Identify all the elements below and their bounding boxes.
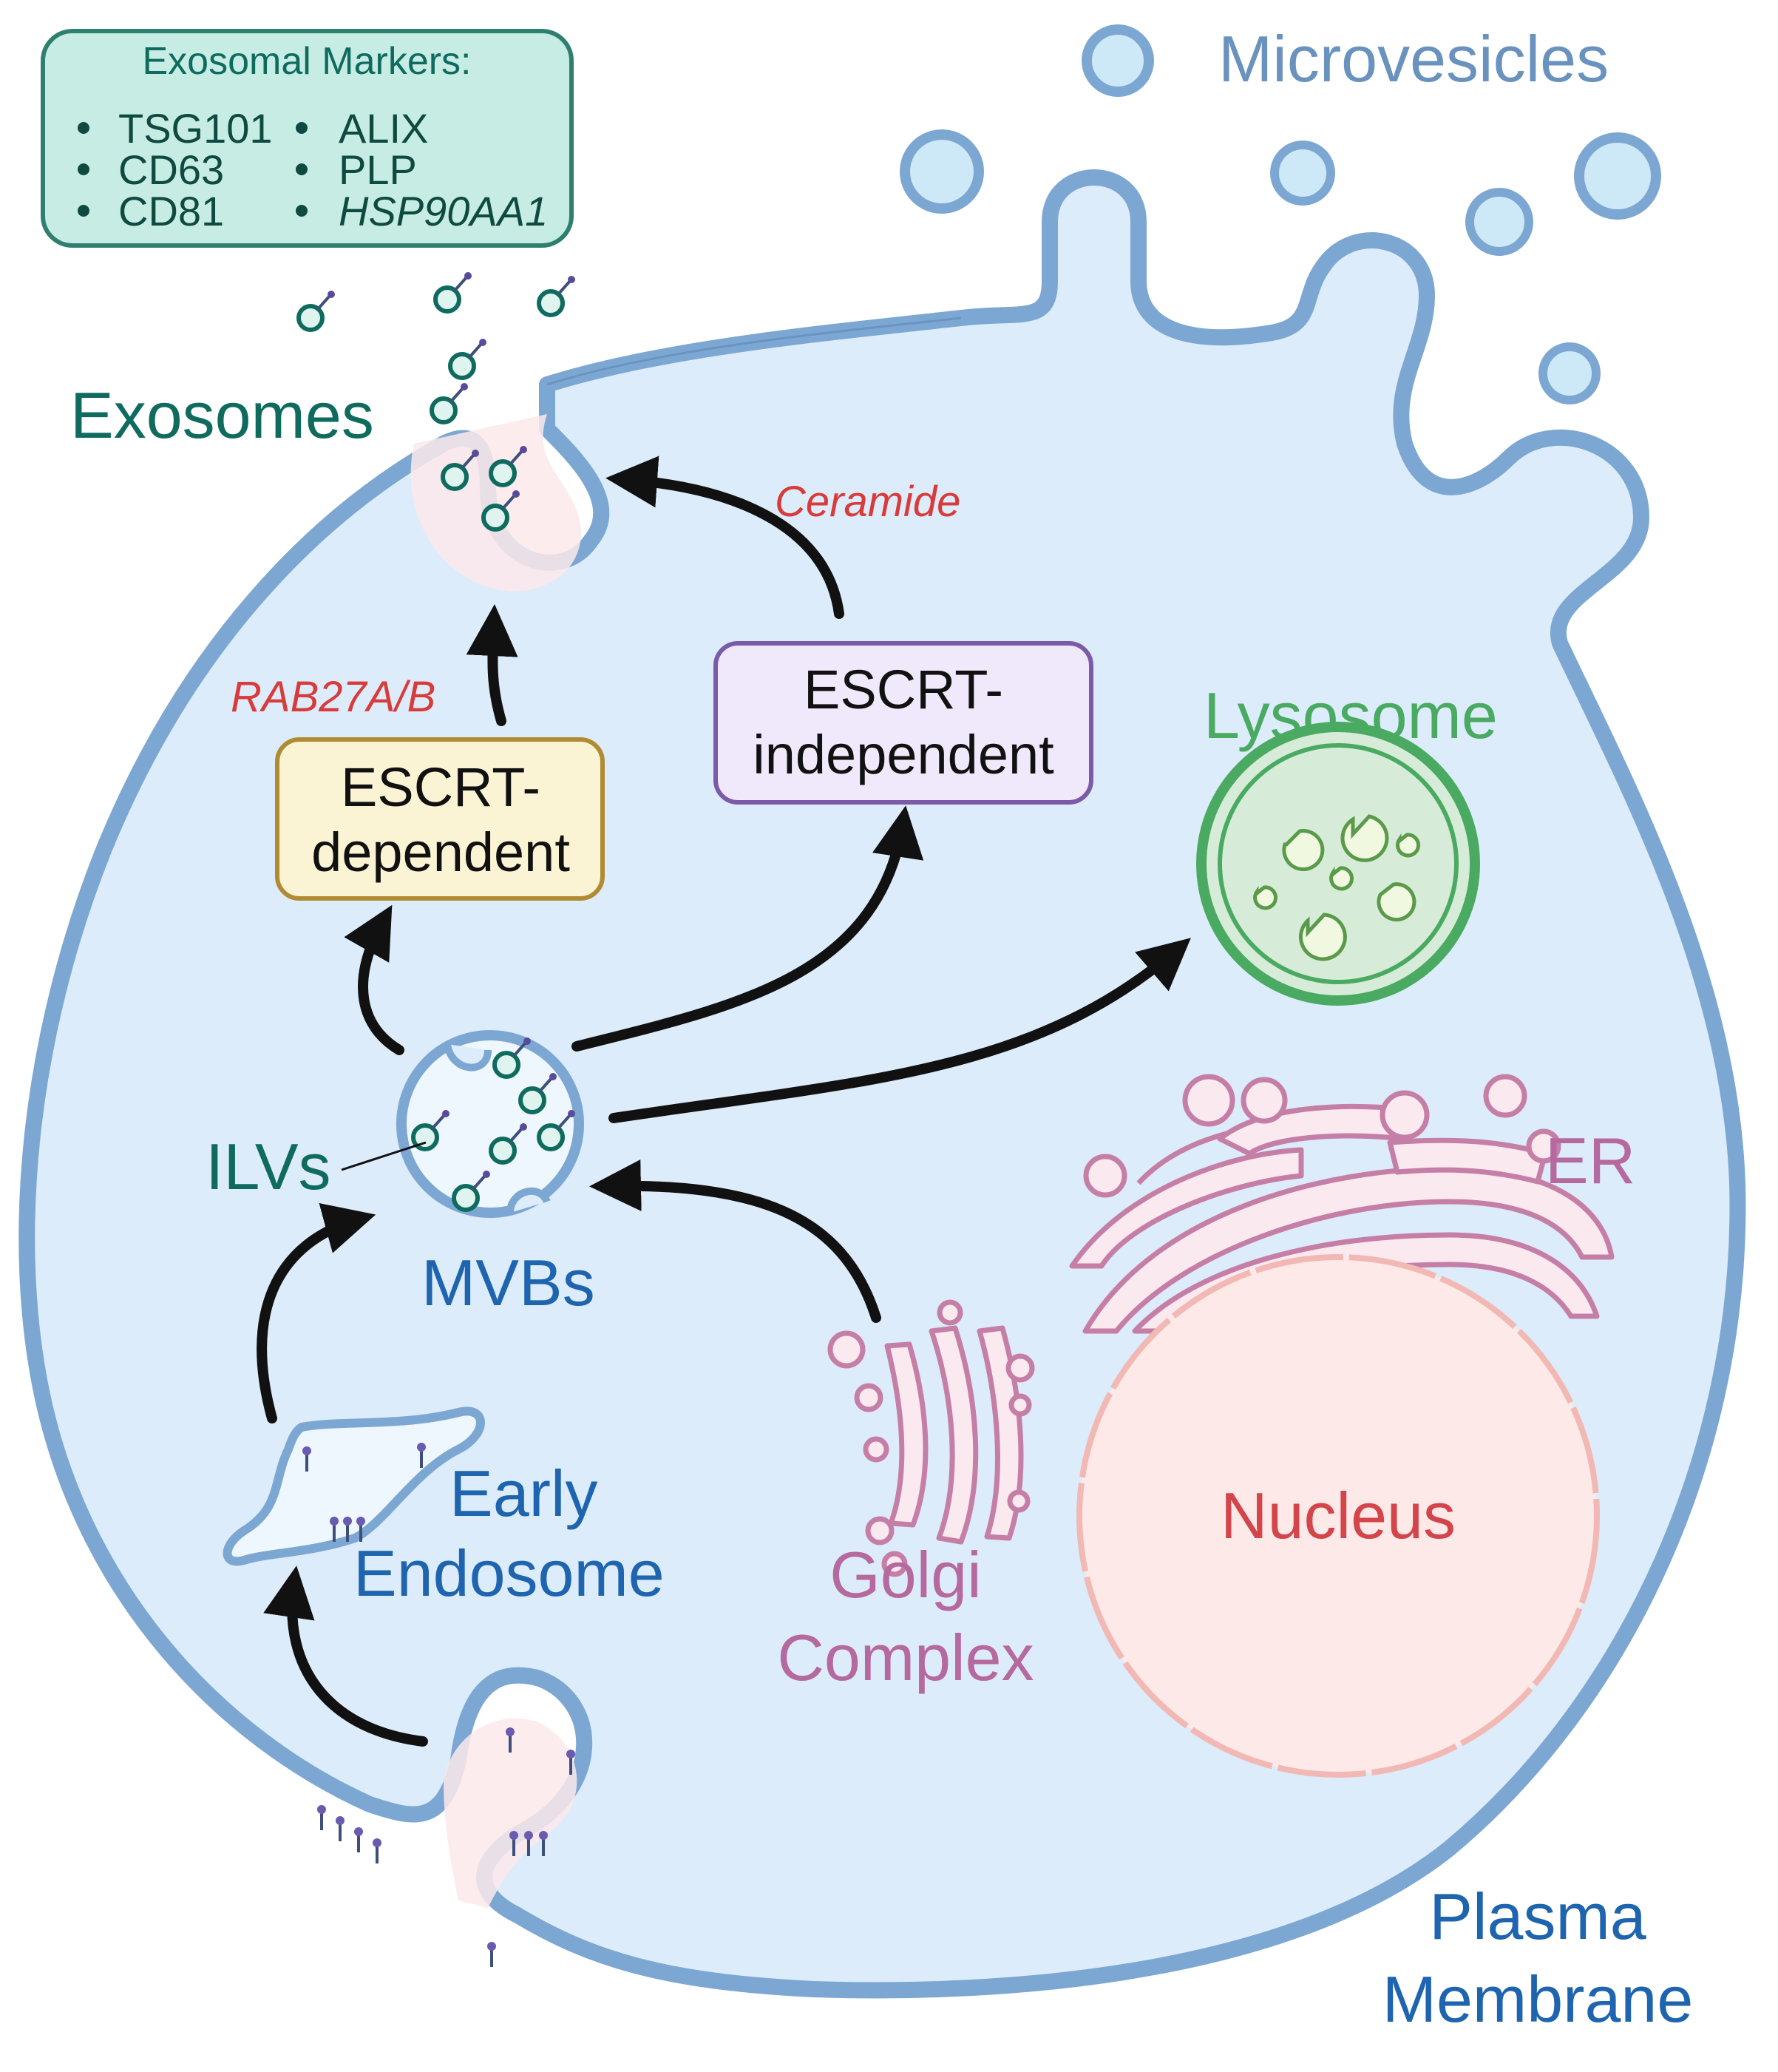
bullet-icon (296, 205, 308, 217)
escrt-dependent-box: ESCRT- dependent (275, 737, 605, 901)
arrow-endosome-to-mvb (257, 1203, 376, 1423)
escrt-independent-box: ESCRT- independent (713, 641, 1093, 805)
exosome-particle (450, 339, 486, 378)
escrt-dependent-line1: ESCRT- (341, 756, 540, 818)
escrt-independent-line2: independent (753, 724, 1054, 785)
nucleus: Nucleus (1076, 1254, 1600, 1778)
golgi-complex: Golgi Complex (777, 1299, 1035, 1694)
golgi-label-line1: Golgi (829, 1538, 981, 1611)
arrow-membrane-to-endosome (263, 1565, 428, 1747)
early-endosome-label-line1: Early (449, 1457, 598, 1530)
arrow-to-escrt-dependent (344, 904, 404, 1055)
bullet-icon (296, 163, 308, 175)
marker-item: HSP90AA1 (339, 188, 548, 234)
released-exosomes (299, 272, 575, 378)
marker-item: ALIX (339, 105, 428, 152)
exosome-particle (435, 272, 472, 311)
arrow-to-lysosome (608, 938, 1191, 1123)
marker-item: PLP (339, 146, 417, 193)
mvbs-label: MVBs (421, 1246, 595, 1319)
escrt-dependent-line2: dependent (311, 822, 570, 883)
exosome-release-site (410, 383, 581, 592)
mvb: ILVs MVBs (206, 1030, 595, 1319)
exosomal-markers-box: Exosomal Markers: TSG101 CD63 CD81 ALIX … (41, 29, 574, 248)
endocytosis-site (316, 1718, 577, 1968)
plasma-membrane-label-line1: Plasma (1429, 1880, 1646, 1953)
bullet-icon (78, 163, 89, 175)
bullet-icon (78, 205, 89, 217)
lysosome: Lysosome (1196, 679, 1498, 1006)
receptor-icon (486, 1940, 498, 1968)
plasma-membrane-label-line2: Membrane (1382, 1963, 1694, 2036)
nucleus-label: Nucleus (1221, 1479, 1456, 1552)
lysosome-enzymes (1253, 814, 1421, 961)
rab27-label: RAB27A/B (231, 673, 435, 721)
early-endosome: Early Endosome (223, 1406, 665, 1610)
exosome-particle (299, 291, 335, 330)
receptor-icon (316, 1804, 328, 1832)
exosome-particle (432, 383, 468, 422)
markers-title: Exosomal Markers: (143, 40, 472, 83)
microvesicles-label: Microvesicles (1218, 22, 1609, 95)
escrt-independent-line1: ESCRT- (804, 659, 1003, 720)
arrow-golgi-to-mvb (589, 1159, 881, 1323)
ilvs-label: ILVs (206, 1130, 331, 1203)
exosome-particle (539, 276, 575, 315)
receptor-icon (371, 1837, 383, 1865)
arrow-to-escrt-independent (571, 805, 924, 1052)
marker-item: TSG101 (118, 105, 273, 152)
er-label: ER (1545, 1124, 1635, 1197)
early-endosome-label-line2: Endosome (353, 1537, 665, 1610)
ceramide-label: Ceramide (775, 478, 960, 526)
arrow-ceramide (605, 456, 844, 619)
exosomes-label: Exosomes (70, 379, 374, 452)
bullet-icon (296, 122, 308, 134)
receptor-icon (334, 1815, 346, 1843)
microvesicles (900, 24, 1661, 404)
ilvs-pointer-line (341, 1141, 427, 1171)
pathway-arrows (257, 456, 1191, 1747)
marker-item: CD63 (118, 146, 224, 193)
bullet-icon (78, 122, 89, 134)
receptor-icon (353, 1826, 364, 1854)
arrow-rab27 (466, 604, 518, 726)
marker-item: CD81 (118, 188, 224, 234)
golgi-label-line2: Complex (777, 1621, 1034, 1694)
